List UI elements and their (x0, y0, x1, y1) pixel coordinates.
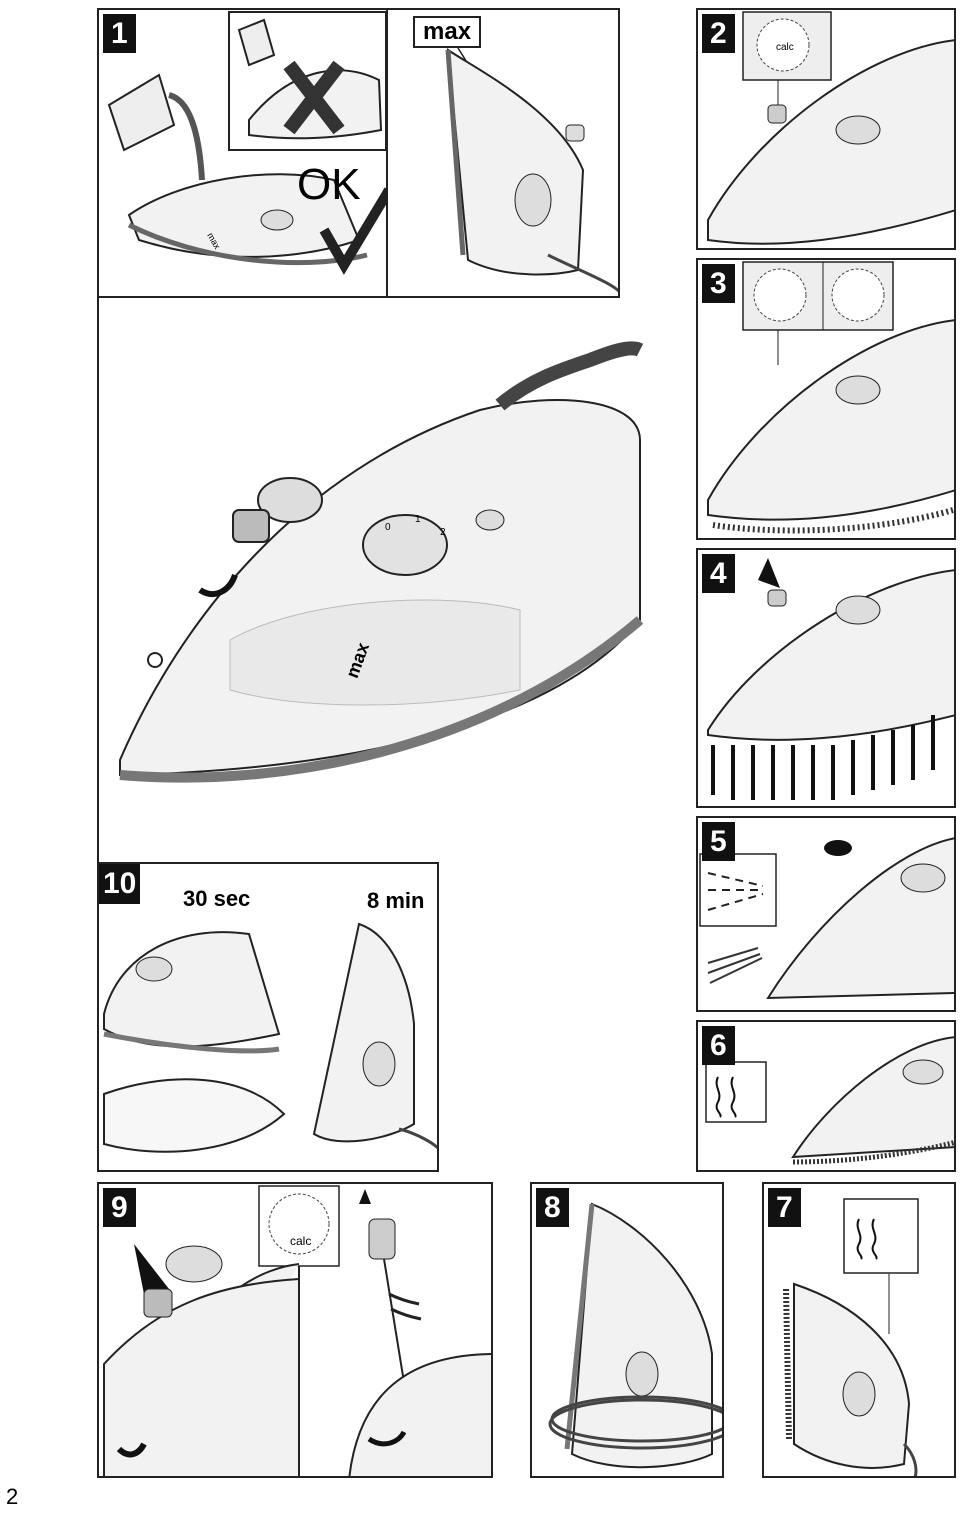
panel-3: 3 (696, 258, 956, 540)
ok-text: OK (297, 160, 361, 209)
steam-dial-zero-illustration: calc (707, 11, 954, 245)
panel-8: 8 (530, 1182, 724, 1478)
steam-burst-illustration (707, 558, 954, 800)
step-number-10: 10 (99, 864, 141, 904)
pour-water-illustration: max (107, 11, 386, 275)
svg-text:calc: calc (776, 42, 794, 53)
cord-storage-illustration (548, 1202, 722, 1469)
step-number-9: 9 (103, 1188, 136, 1227)
steam-shot-illustration (705, 1036, 954, 1165)
step-number-4: 4 (702, 554, 735, 593)
duration-8-min: 8 min (367, 888, 425, 913)
vertical-steam-illustration (783, 1198, 919, 1476)
panel-7: 7 (762, 1182, 956, 1478)
step-number-3: 3 (702, 264, 735, 303)
duration-30-sec: 30 sec (183, 886, 251, 911)
main-area-left-border (97, 296, 99, 862)
step-number-6: 6 (702, 1026, 735, 1065)
dial-mark-2: 2 (440, 527, 446, 538)
descale-valve-illustration (103, 1185, 491, 1476)
panel-2: 2 calc (696, 8, 956, 250)
panel-1: 1 max OK (97, 8, 388, 298)
panel-5: 5 (696, 816, 956, 1012)
panel-9: 9 calc (97, 1182, 493, 1478)
step-number-2: 2 (702, 14, 735, 53)
cooling-time-illustration (103, 922, 437, 1153)
max-label: max (413, 16, 482, 48)
page-number: 2 (6, 1484, 19, 1509)
steam-setting-illustration (707, 261, 954, 534)
panel-10: 10 30 sec 8 min (97, 862, 439, 1172)
soleplate-max-label: max (341, 639, 374, 681)
step-number-5: 5 (702, 822, 735, 861)
step-number-7: 7 (768, 1188, 801, 1227)
spray-illustration (699, 837, 954, 1000)
dial-mark-1: 1 (415, 514, 421, 525)
calc-dial-label: calc (290, 1234, 312, 1248)
panel-max: max (386, 8, 620, 298)
upright-iron-max-illustration (445, 47, 618, 293)
panel-4: 4 (696, 548, 956, 808)
step-number-1: 1 (103, 14, 136, 53)
panel-6: 6 (696, 1020, 956, 1172)
dial-mark-0: 0 (385, 522, 391, 533)
step-number-8: 8 (536, 1188, 569, 1227)
